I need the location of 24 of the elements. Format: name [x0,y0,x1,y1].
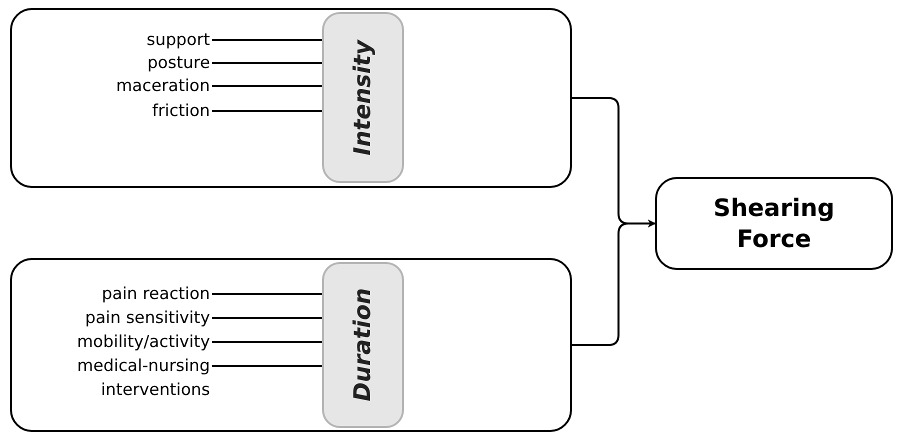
factor-label: friction [20,99,210,123]
result-box: Shearing Force [655,177,893,270]
factor-label: maceration [20,74,210,98]
factor-label: pain reaction [20,282,210,306]
group-box [10,8,572,188]
connector-line [212,341,322,343]
category-pill [322,262,404,428]
connector-line [212,293,322,295]
factor-label: posture [20,51,210,75]
arrow [572,220,656,346]
factor-label: support [20,28,210,52]
connector-line [212,365,322,367]
connector-line [212,317,322,319]
category-label: Duration [350,288,376,402]
category-label: Intensity [350,40,376,156]
factor-label: pain sensitivity [20,306,210,330]
connector-line [212,62,322,64]
factor-label: medical-nursing interventions [20,354,210,402]
factor-label: mobility/activity [20,330,210,354]
connector-line [212,110,322,112]
category-pill [322,12,404,183]
connector-line [212,39,322,41]
connector-line [212,85,322,87]
group-box [10,258,572,432]
